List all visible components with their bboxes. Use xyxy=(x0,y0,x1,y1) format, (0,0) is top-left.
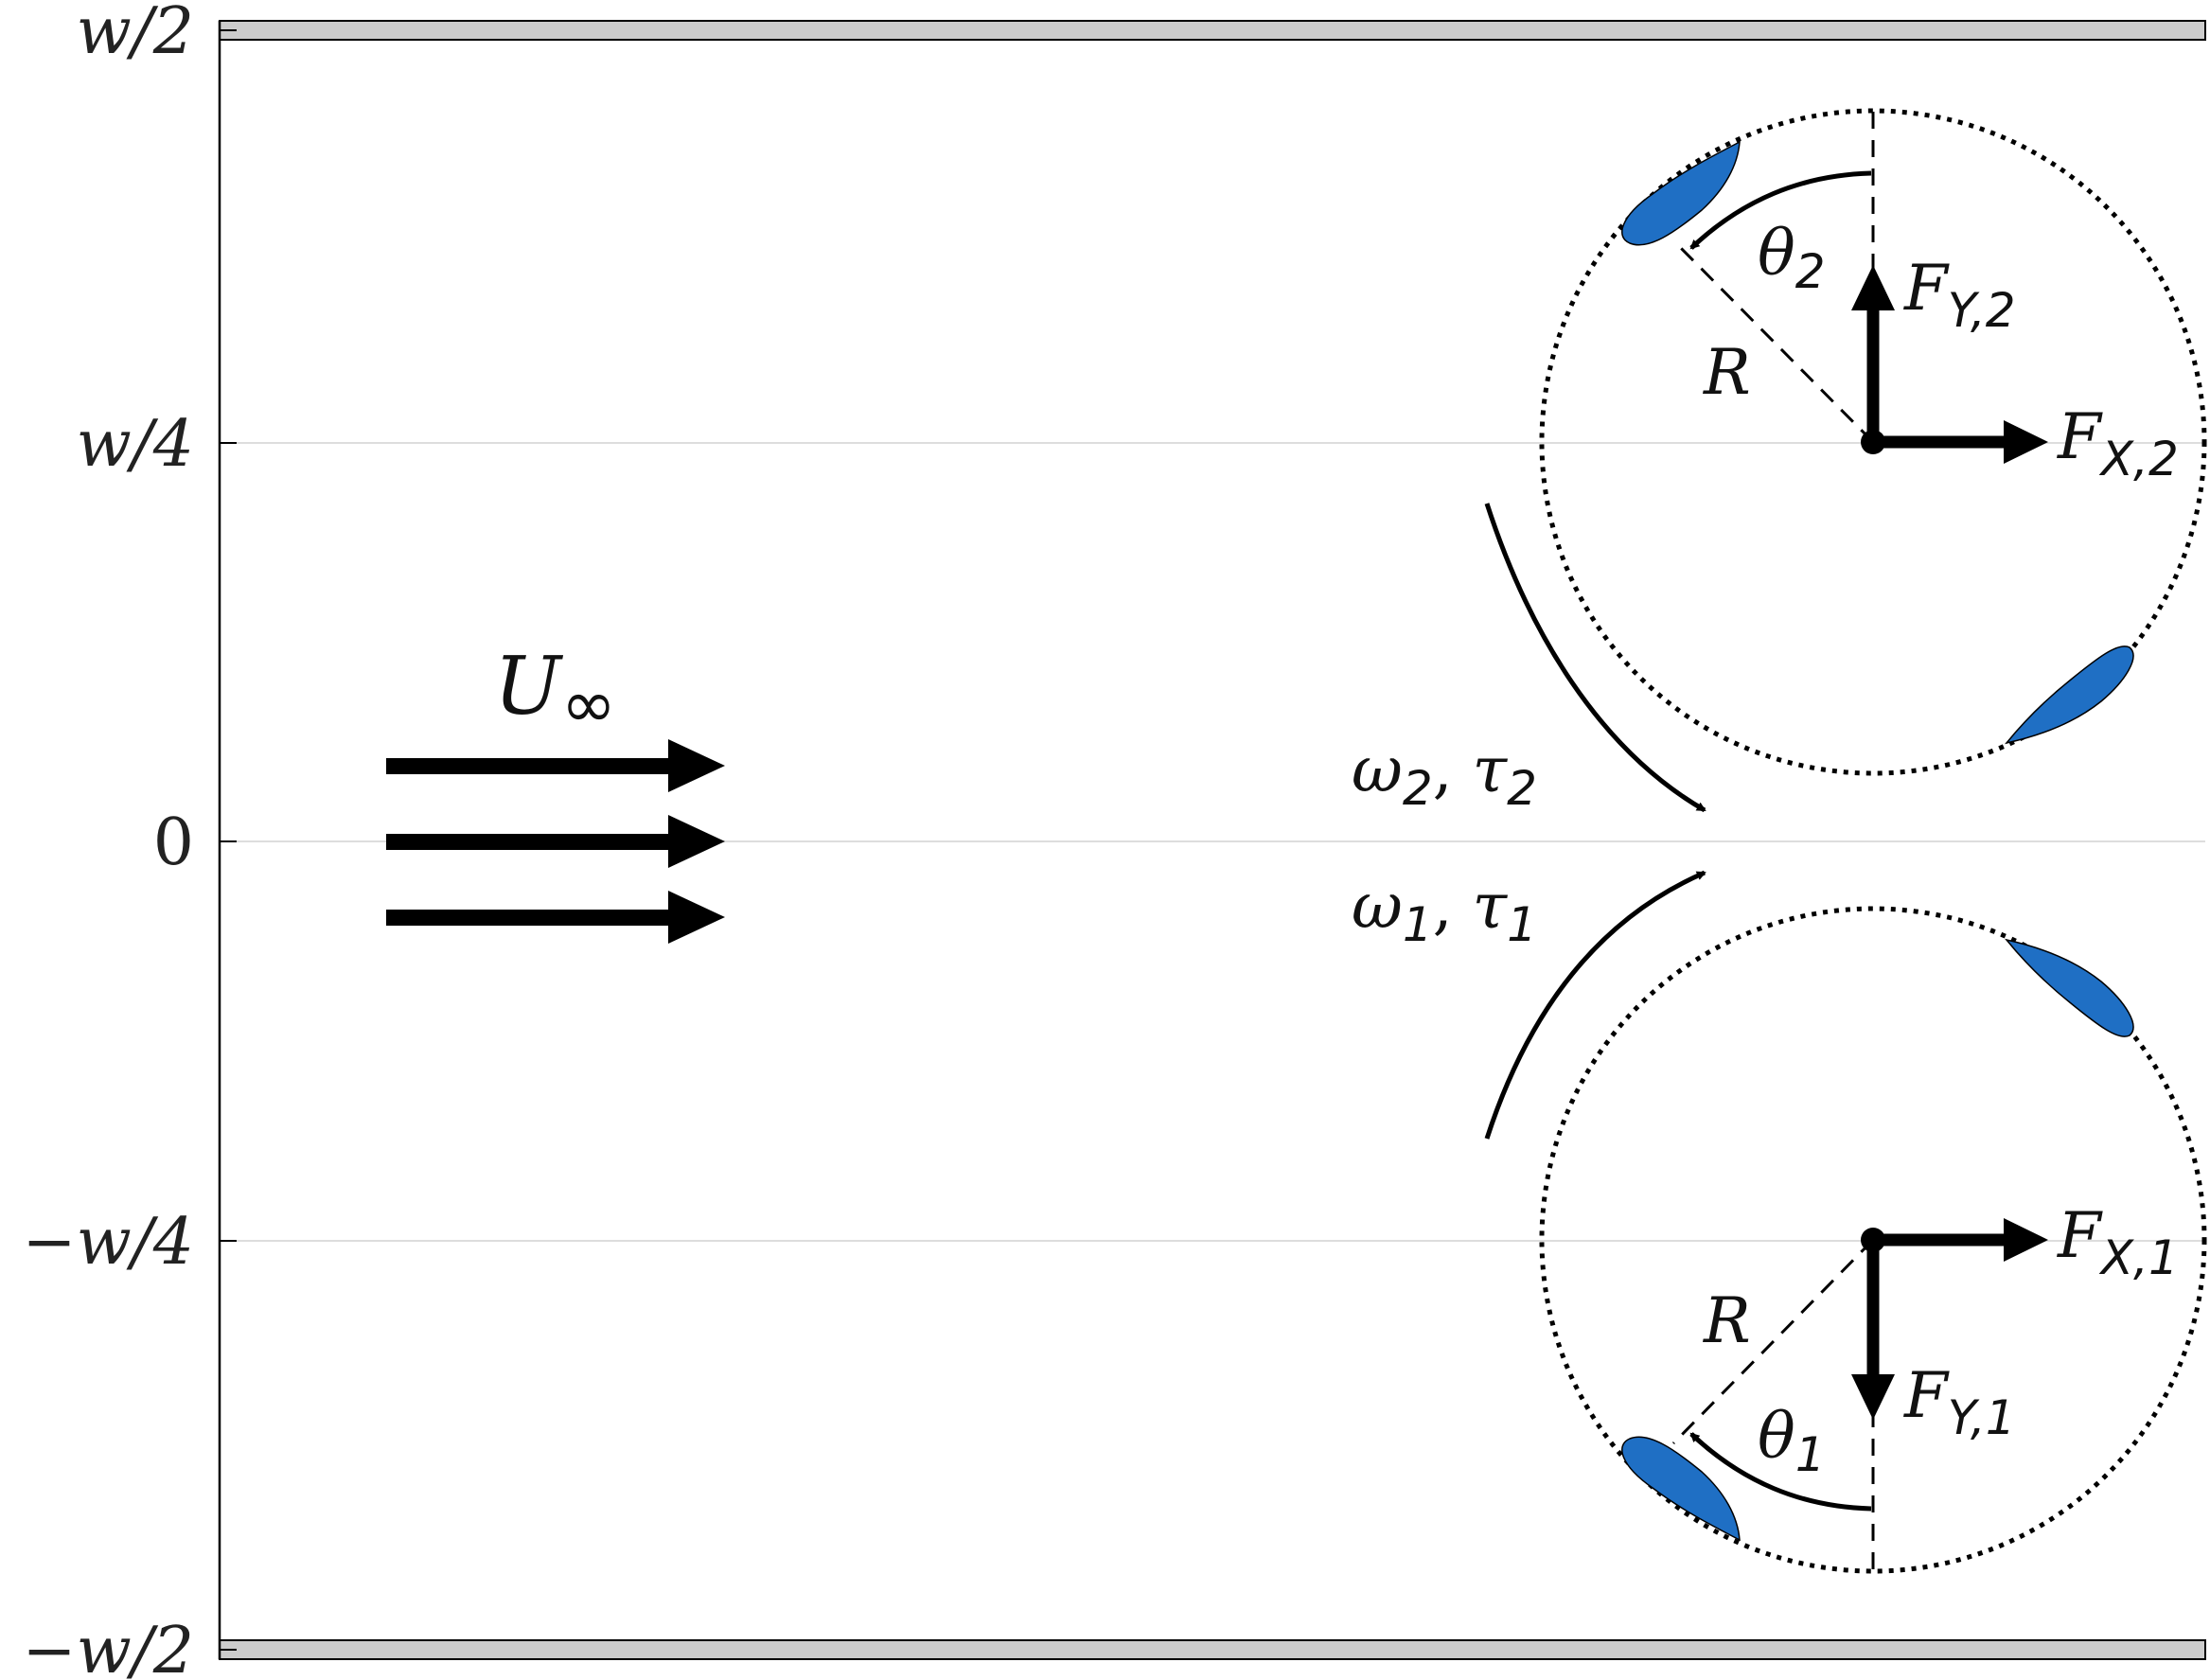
turbine-1-blade-lower-left xyxy=(1621,1436,1741,1542)
turbine-1-theta-label: θ1 xyxy=(1758,1400,1826,1482)
tick-label-w4: w/4 xyxy=(77,407,194,482)
turbine-1-fy-label: FY,1 xyxy=(1903,1359,2016,1445)
rotation-arrow-1 xyxy=(1484,870,1706,1140)
turbine-2-radius-line xyxy=(1671,239,1875,444)
turbine-2-fx-head xyxy=(2004,420,2048,464)
rotation-arrow-2 xyxy=(1484,503,1706,813)
turbine-1-radius-line xyxy=(1671,1238,1875,1445)
bottom-wall xyxy=(219,1639,2206,1660)
turbine-2-blade-lower-right xyxy=(2005,645,2134,745)
turbine-2-fy-head xyxy=(1851,265,1895,310)
rotation-label-1: ω1, τ1 xyxy=(1352,870,1537,952)
turbine-2-fx-label: FX,2 xyxy=(2057,400,2179,486)
turbine-2-theta-arrow xyxy=(1689,170,1872,250)
turbine-1-theta-arrow xyxy=(1689,1432,1872,1512)
tick-label-zero: 0 xyxy=(153,805,194,880)
turbine-1-blade-upper-right xyxy=(2005,938,2134,1037)
turbine-2-radius-label: R xyxy=(1703,336,1751,409)
turbine-2-blade-upper-left xyxy=(1621,140,1741,246)
turbine-1-hub xyxy=(1861,1228,1885,1252)
turbine-2-theta-label: θ2 xyxy=(1758,217,1826,299)
tick-label-neg-w4: −w/4 xyxy=(23,1205,194,1280)
tick-label-w2: w/2 xyxy=(77,0,194,69)
turbine-1-path xyxy=(1539,906,2207,1574)
turbine-1-fx-label: FX,1 xyxy=(2057,1199,2179,1285)
top-wall xyxy=(219,20,2206,41)
turbine-2-path xyxy=(1539,108,2207,776)
turbine-2-hub xyxy=(1861,430,1885,454)
tick-label-neg-w2: −w/2 xyxy=(23,1614,194,1680)
freestream-arrows xyxy=(386,739,725,944)
turbine-2-fy-label: FY,2 xyxy=(1903,252,2016,338)
turbine-1-radius-label: R xyxy=(1703,1284,1751,1357)
rotation-label-2: ω2, τ2 xyxy=(1352,734,1537,816)
freestream-label: U∞ xyxy=(494,640,616,743)
turbine-1-fx-head xyxy=(2004,1218,2048,1262)
turbine-1-fy-head xyxy=(1851,1374,1895,1420)
